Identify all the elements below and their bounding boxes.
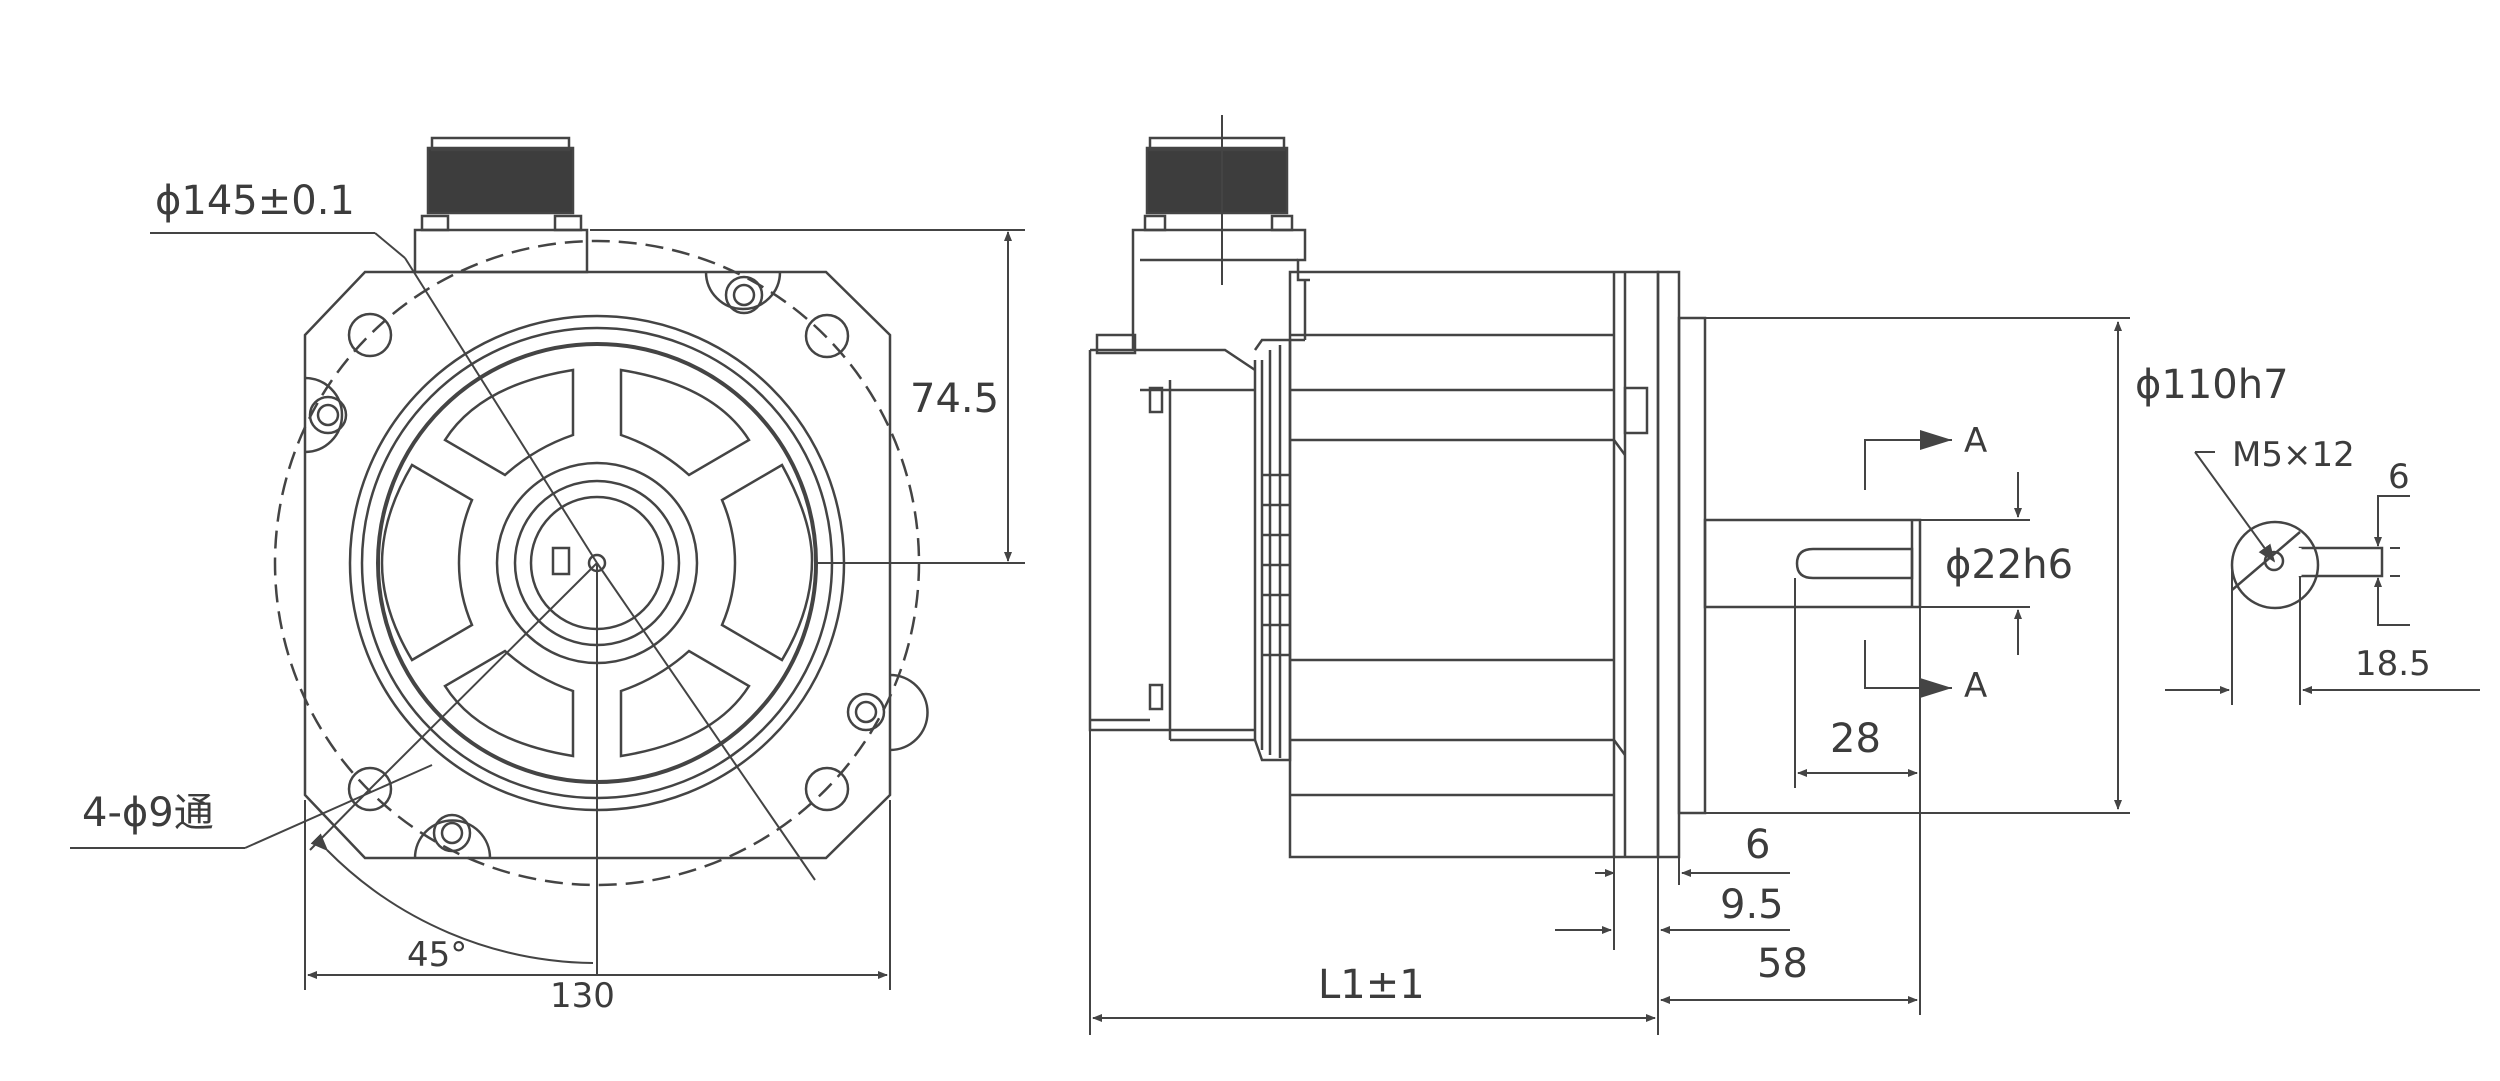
section-shaft-circle — [2230, 520, 2320, 610]
label-pilot-dia: ϕ110h7 — [2135, 362, 2289, 408]
front-connector-cap — [426, 146, 575, 215]
side-connector-cap — [1145, 146, 1289, 215]
label-flange-thickness: 9.5 — [1720, 882, 1784, 928]
section-view — [2165, 451, 2480, 705]
label-shaft-length: 58 — [1757, 941, 1808, 987]
front-flange-outline — [303, 270, 892, 860]
label-flange-pcd: ϕ145±0.1 — [155, 178, 355, 224]
label-height-to-center: 74.5 — [910, 376, 999, 422]
shaft-key — [1795, 547, 1914, 580]
front-connector-top — [430, 136, 571, 152]
label-tapped-hole: M5×12 — [2232, 435, 2355, 475]
label-pilot-depth: 6 — [1745, 822, 1770, 868]
pilot — [1677, 316, 1707, 815]
label-key-width: 6 — [2388, 457, 2410, 497]
side-view — [1088, 115, 2130, 1035]
label-key-length: 28 — [1830, 716, 1881, 762]
label-body-length: L1±1 — [1318, 962, 1425, 1008]
motor-body — [1288, 270, 1660, 859]
label-section-bottom: A — [1964, 666, 1987, 706]
shaft — [1703, 518, 1922, 609]
label-angle: 45° — [407, 935, 467, 975]
label-section-top: A — [1964, 421, 1987, 461]
label-mount-holes: 4-ϕ9通 — [82, 790, 214, 836]
flange — [1656, 270, 1681, 859]
label-flange-width: 130 — [550, 976, 615, 1016]
front-connector-base — [413, 228, 589, 274]
label-key-height: 18.5 — [2355, 644, 2431, 684]
label-shaft-dia: ϕ22h6 — [1945, 542, 2073, 588]
front-view — [70, 136, 1025, 990]
